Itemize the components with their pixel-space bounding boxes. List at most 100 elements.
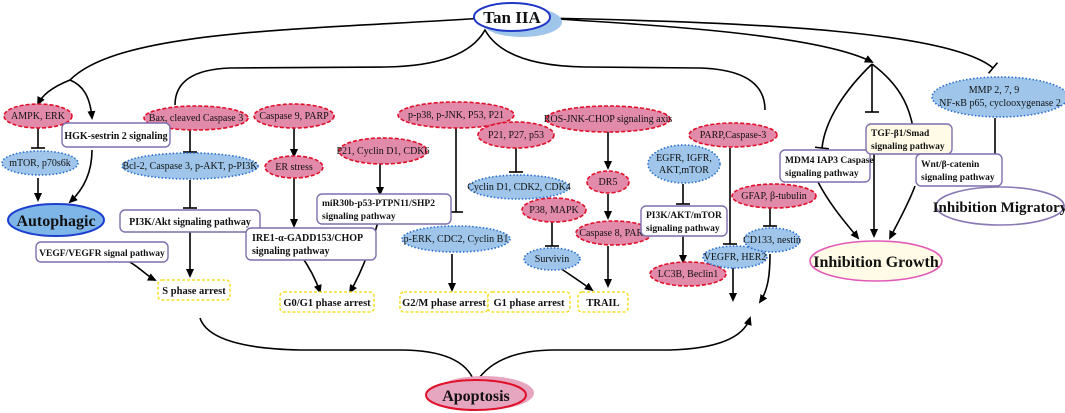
pathway-ire1-label-1: IRE1-α-GADD153/CHOP <box>252 233 363 244</box>
molecule-cyclind1-cdk2-label: Cyclin D1, CDK2, CDK4 <box>467 182 571 193</box>
molecule-cyclind1-cdk2: Cyclin D1, CDK2, CDK4 <box>467 174 571 200</box>
inhibit-tan-to-migratory <box>539 17 999 74</box>
arrow-survivin-to-trail <box>559 267 594 292</box>
pathway-mir30b: miR30b-p53-PTPN11/SHP2 signaling pathway <box>316 193 452 225</box>
brace-bottom <box>199 316 752 386</box>
molecule-p21-p27-label: P21, P27, p53 <box>488 130 544 141</box>
molecule-p38-mapk-label: P38, MAPK <box>529 205 579 216</box>
molecule-mmp: MMP 2, 7, 9 NF-κB p65, cyclooxygenase 2 <box>931 76 1065 118</box>
molecule-dr5: DR5 <box>586 170 630 194</box>
outcome-apoptosis-oval <box>425 379 527 411</box>
pathway-vegf-box <box>35 241 169 263</box>
outcome-inhibition-migratory-label: Inhibition Migratory <box>933 200 1065 216</box>
connector-lines <box>31 17 999 386</box>
pathway-mdm4-label-2: signaling pathway <box>785 169 859 179</box>
molecule-survivin-label: Survivin <box>535 254 569 265</box>
molecule-parp-caspase3: PARP,Caspase-3 <box>688 122 778 148</box>
molecule-parp-caspase3-label: PARP,Caspase-3 <box>700 130 767 141</box>
pathway-hgk-box <box>61 122 171 148</box>
pathway-wnt-label-2: signaling pathway <box>921 173 995 183</box>
molecule-ros-oval <box>545 105 671 133</box>
pathway-tgf-label-1: TGF-β1/Smad <box>871 129 930 139</box>
pathway-pi3k-akt-mtor-label-2: signaling pathway <box>646 224 720 234</box>
molecule-mmp-oval <box>931 76 1065 118</box>
pathway-ire1-label-2: signaling pathway <box>252 246 330 257</box>
tan-iia-label: Tan IIA <box>483 8 541 27</box>
outcome-inhibition-growth: Inhibition Growth <box>809 240 943 282</box>
molecule-caspase9-oval <box>253 103 335 129</box>
molecule-cd133-label: CD133, nestin <box>743 235 801 246</box>
pathway-wnt-box <box>915 153 1003 187</box>
outcome-autophagic: Autophagic <box>7 203 105 237</box>
pathway-wnt-label-1: Wnt/β-catenin <box>921 160 980 170</box>
molecule-er-stress-label: ER stress <box>275 162 313 173</box>
outcome-inhibition-growth-label: Inhibition Growth <box>813 254 939 271</box>
pathway-mir30b-label-1: miR30b-p53-PTPN11/SHP2 <box>322 199 435 209</box>
molecule-ampk-erk-oval <box>3 103 73 129</box>
molecule-survivin: Survivin <box>523 247 581 271</box>
arrow-hgk-to-autophagic <box>68 149 93 204</box>
molecule-p21-p27: P21, P27, p53 <box>477 121 555 149</box>
arrest-g1-box <box>487 291 571 313</box>
molecule-vegfr-her2: VEGFR, HER2 <box>702 245 768 269</box>
arrow-to-ampk <box>37 79 71 106</box>
molecule-p21-cyclind1-label: P21, Cyclin D1, CDK6 <box>336 146 429 157</box>
pathway-mir30b-label-2: signaling pathway <box>322 212 396 222</box>
arrest-s-phase-label: S phase arrest <box>162 286 226 297</box>
molecule-perk-oval <box>401 225 511 253</box>
arrest-trail-box <box>577 291 629 313</box>
molecule-bax: Bax, cleaved Caspase 3 <box>143 105 249 131</box>
pathway-mdm4-label-1: MDM4 IAP3 Caspase <box>785 156 874 166</box>
upregulated-molecules: AMPK, ERK Bax, cleaved Caspase 3 Caspase… <box>3 101 817 287</box>
molecule-mtor-p70s6k-oval <box>1 150 79 176</box>
molecule-ampk-erk-label: AMPK, ERK <box>11 111 66 122</box>
molecule-p21-p27-oval <box>477 121 555 149</box>
arrest-g1: G1 phase arrest <box>487 291 571 313</box>
molecule-perk-label: p-ERK, CDC2, Cyclin B1 <box>404 234 509 245</box>
molecule-pp38: p-p38, p-JNK, P53, P21 <box>397 101 515 129</box>
pathway-pi3k-akt-mtor: PI3K/AKT/mTOR signaling pathway <box>640 205 728 237</box>
pathway-mir30b-box <box>316 193 452 225</box>
arrest-g0g1-box <box>279 291 375 313</box>
molecule-egfr-oval <box>647 144 721 184</box>
pathway-pi3k-akt-mtor-label-1: PI3K/AKT/mTOR <box>646 211 722 221</box>
pathway-pi3k-akt-label: PI3K/Akt signaling pathway <box>129 217 251 228</box>
pathway-pi3k-akt: PI3K/Akt signaling pathway <box>119 209 261 233</box>
molecule-egfr: EGFR, IGFR, AKT,mTOR <box>647 144 721 184</box>
molecule-gfap-label: GFAP, β-tubulin <box>741 191 806 202</box>
molecule-bax-oval <box>143 105 249 131</box>
molecule-caspase9-label: Caspase 9, PARP <box>259 111 329 122</box>
pathway-vegf: VEGF/VEGFR signal pathway <box>35 241 169 263</box>
pathway-boxes: HGK-sestrin 2 signaling PI3K/Akt signali… <box>35 122 1003 263</box>
molecule-mtor-p70s6k: mTOR, p70s6k <box>1 150 79 176</box>
pathway-pi3k-akt-mtor-box <box>640 205 728 237</box>
molecule-lc3b-label: LC3B, Beclin1 <box>658 269 719 280</box>
molecule-bcl2-label: Bcl-2, Caspase 3, p-AKT, p-PI3K <box>122 161 258 172</box>
molecule-er-stress: ER stress <box>264 155 324 179</box>
molecule-survivin-oval <box>523 247 581 271</box>
arrest-g2m-label: G2/M phase arrest <box>402 298 486 309</box>
arrow-cd133-to-apoptosis <box>758 253 771 304</box>
outcome-apoptosis-label: Apoptosis <box>442 388 510 405</box>
molecule-bax-label: Bax, cleaved Caspase 3 <box>149 113 243 124</box>
pathway-pi3k-akt-box <box>119 209 261 233</box>
pathway-tgf-box <box>865 123 953 155</box>
arrest-trail-label: TRAIL <box>586 298 619 309</box>
arrest-g1-label: G1 phase arrest <box>494 298 565 309</box>
outcome-inhibition-migratory: Inhibition Migratory <box>933 186 1065 226</box>
pathway-wnt: Wnt/β-catenin signaling pathway <box>915 153 1003 187</box>
pathway-mdm4-box <box>779 149 871 183</box>
molecule-dr5-label: DR5 <box>599 177 618 188</box>
molecule-p38-mapk: P38, MAPK <box>521 197 587 223</box>
pathway-ire1-box <box>245 227 377 261</box>
arrest-trail: TRAIL <box>577 291 629 313</box>
molecule-caspase9: Caspase 9, PARP <box>253 103 335 129</box>
molecule-parp-caspase3-oval <box>688 122 778 148</box>
molecule-mmp-label-2: NF-κB p65, cyclooxygenase 2 <box>939 98 1061 109</box>
pathway-hgk-label: HGK-sestrin 2 signaling <box>64 131 167 142</box>
arrow-tan-to-right-branch <box>539 17 874 63</box>
molecule-mtor-p70s6k-label: mTOR, p70s6k <box>9 158 71 169</box>
tan-iia-oval <box>473 2 551 32</box>
arrow-to-hgk <box>69 79 96 120</box>
